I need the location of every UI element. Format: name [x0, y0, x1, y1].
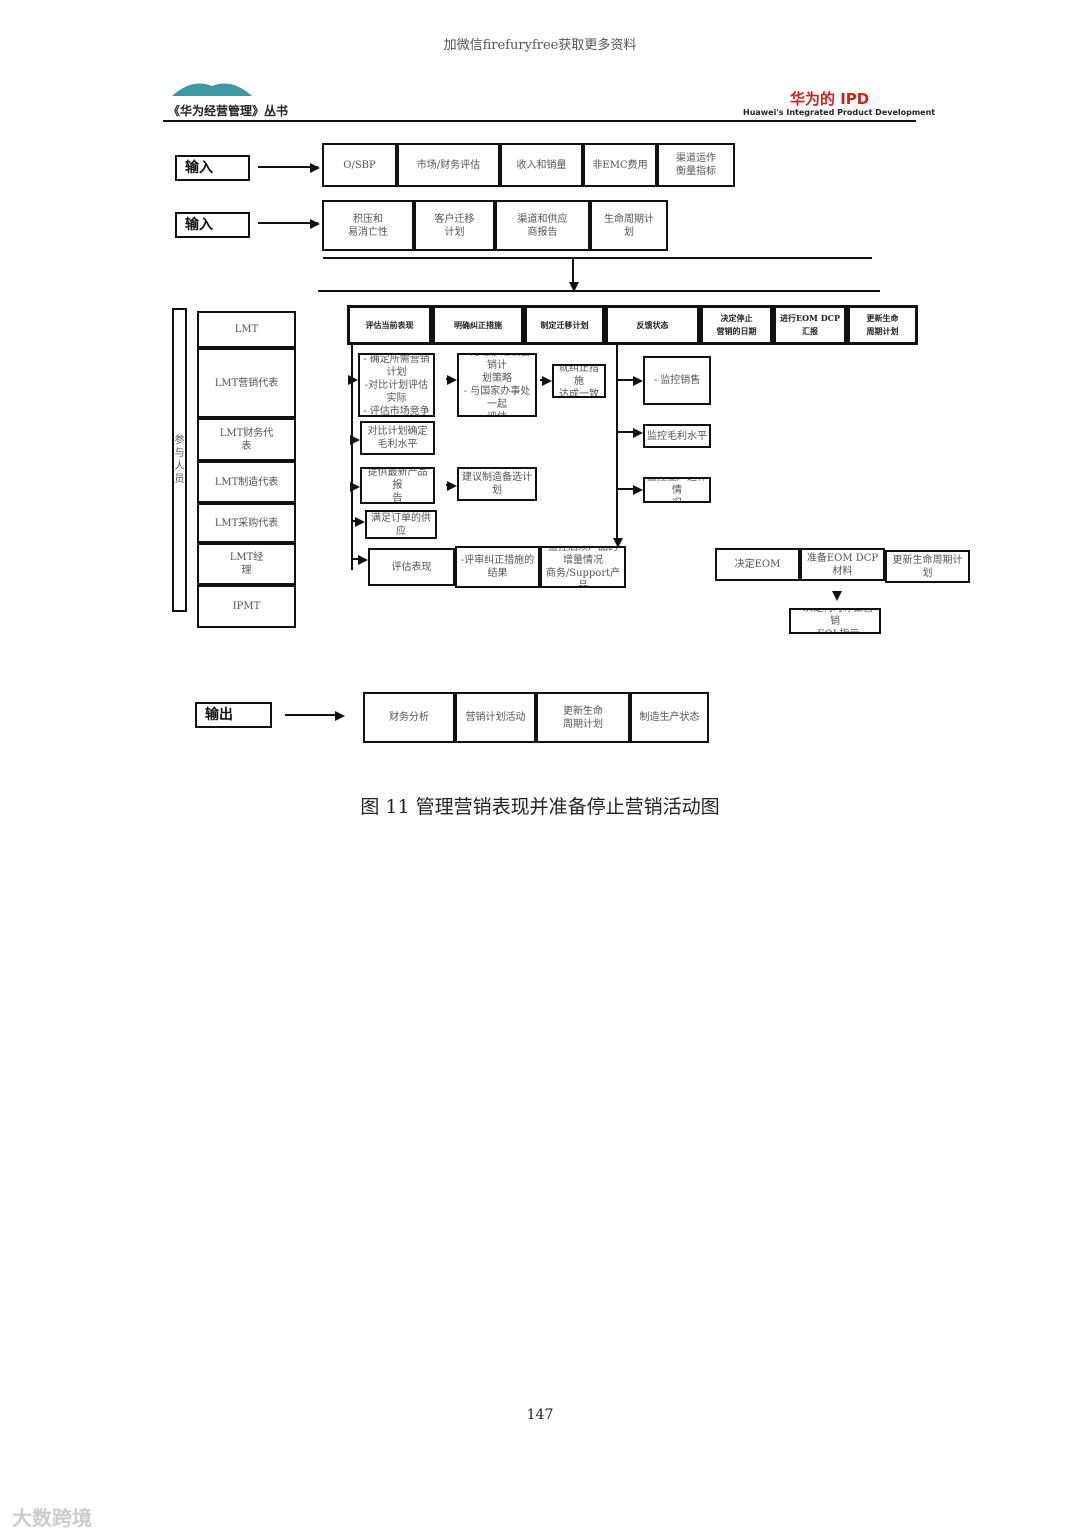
- brand-subtitle: Huawei's Integrated Product Development: [743, 108, 936, 117]
- input-box: 市场/财务评估: [397, 143, 500, 187]
- connector-line: [258, 166, 318, 168]
- task-box: 监控后续产品的 增量情况 商务/Support产品: [540, 546, 626, 588]
- phase-box: 更新生命 周期计划: [847, 305, 918, 345]
- output-box: 制造生产状态: [630, 692, 709, 743]
- role-cell: LMT采购代表: [197, 503, 296, 543]
- input-box: O/SBP: [322, 143, 397, 187]
- arrow-right-icon: [447, 375, 457, 385]
- task-box: 监控生产运作情 况: [643, 477, 711, 503]
- output-box: 营销计划活动: [455, 692, 536, 743]
- task-box: - 决定何时停止营销 - EOL指示: [789, 608, 881, 634]
- arrow-right-icon: [335, 711, 345, 721]
- input-box: 渠道和供应 商报告: [495, 200, 590, 251]
- connector-line: [351, 558, 362, 560]
- connector-line: [620, 379, 632, 381]
- task-box: - 为迁移建议营销计 划策略 - 与国家办事处一起 评估: [457, 353, 537, 417]
- task-box: 决定EOM: [715, 548, 800, 581]
- task-box: 对比计划确定 毛利水平: [360, 421, 435, 455]
- task-box: -提供销售数据 - 确定所需营销计划 -对比计划评估实际 - 评估市场竞争态势: [358, 353, 435, 417]
- input-box: 客户迁移 计划: [414, 200, 495, 251]
- input-box: 渠道运作 衡量指标: [657, 143, 735, 187]
- arrow-right-icon: [633, 428, 643, 438]
- task-box: 满足订单的供应: [365, 510, 437, 539]
- arrow-right-icon: [542, 376, 552, 386]
- brand-title: 华为的 IPD: [790, 90, 870, 108]
- participants-label: 参与人员: [172, 308, 187, 612]
- figure-caption: 图 11 管理营销表现并准备停止营销活动图: [360, 796, 720, 818]
- connector-line: [616, 345, 618, 540]
- task-box: 提供最新产品报 告: [360, 467, 435, 504]
- phase-box: 反馈状态: [605, 305, 700, 345]
- task-box: 监控毛利水平: [643, 424, 711, 448]
- connector-line: [351, 345, 353, 570]
- task-box: 建议制造备选计 划: [457, 467, 537, 501]
- connector-line: [318, 290, 880, 292]
- arrow-down-icon: [569, 282, 579, 292]
- arrow-down-icon: [613, 538, 623, 548]
- input-label-1: 输入: [175, 155, 250, 181]
- phase-box: 进行EOM DCP 汇报: [773, 305, 847, 345]
- task-box: 就纠正措施 达成一致: [552, 364, 606, 398]
- input-label-2: 输入: [175, 212, 250, 238]
- arrow-right-icon: [355, 517, 365, 527]
- arrow-right-icon: [447, 481, 457, 491]
- arrow-right-icon: [348, 375, 358, 385]
- phase-box: 明确纠正措施: [432, 305, 524, 345]
- arrow-down-icon: [832, 591, 842, 601]
- book-logo: [172, 83, 252, 96]
- phase-box: 决定停止 营销的日期: [700, 305, 773, 345]
- output-box: 财务分析: [363, 692, 455, 743]
- role-cell: LMT财务代 表: [197, 418, 296, 461]
- phase-box: 制定迁移计划: [524, 305, 605, 345]
- input-box: 非EMC费用: [583, 143, 657, 187]
- task-box: 准备EOM DCP材料: [800, 548, 885, 581]
- input-box: 收入和销量: [500, 143, 583, 187]
- page-number: 147: [526, 1407, 554, 1423]
- task-box: 更新生命周期计 划: [885, 550, 970, 583]
- arrow-right-icon: [310, 219, 320, 229]
- watermark-top: 加微信firefuryfree获取更多资料: [443, 38, 637, 53]
- task-box: - 监控销售: [643, 356, 711, 405]
- task-box: 评估表现: [368, 548, 455, 586]
- arrow-right-icon: [350, 435, 360, 445]
- connector-line: [617, 488, 635, 490]
- connector-line: [572, 257, 574, 282]
- arrow-right-icon: [633, 485, 643, 495]
- connector-line: [617, 431, 635, 433]
- connector-line: [258, 222, 318, 224]
- task-box: -评审纠正措施的 结果: [455, 546, 540, 588]
- phase-box: 评估当前表现: [347, 305, 432, 345]
- output-label: 输出: [195, 702, 272, 728]
- connector-line: [323, 257, 872, 259]
- arrow-right-icon: [310, 163, 320, 173]
- role-cell: LMT: [197, 311, 296, 348]
- series-title: 《华为经营管理》丛书: [168, 104, 289, 118]
- arrow-right-icon: [358, 555, 368, 565]
- input-box: 积压和 易消亡性: [322, 200, 414, 251]
- role-cell: IPMT: [197, 585, 296, 628]
- role-cell: LMT制造代表: [197, 461, 296, 503]
- role-cell: LMT营销代表: [197, 348, 296, 418]
- output-box: 更新生命 周期计划: [536, 692, 630, 743]
- role-cell: LMT经 理: [197, 543, 296, 585]
- watermark-bottom: 大数跨境: [12, 1506, 92, 1530]
- header-rule: [163, 120, 916, 122]
- arrow-right-icon: [350, 482, 360, 492]
- arrow-right-icon: [633, 376, 643, 386]
- connector-line: [285, 714, 335, 716]
- input-box: 生命周期计 划: [590, 200, 668, 251]
